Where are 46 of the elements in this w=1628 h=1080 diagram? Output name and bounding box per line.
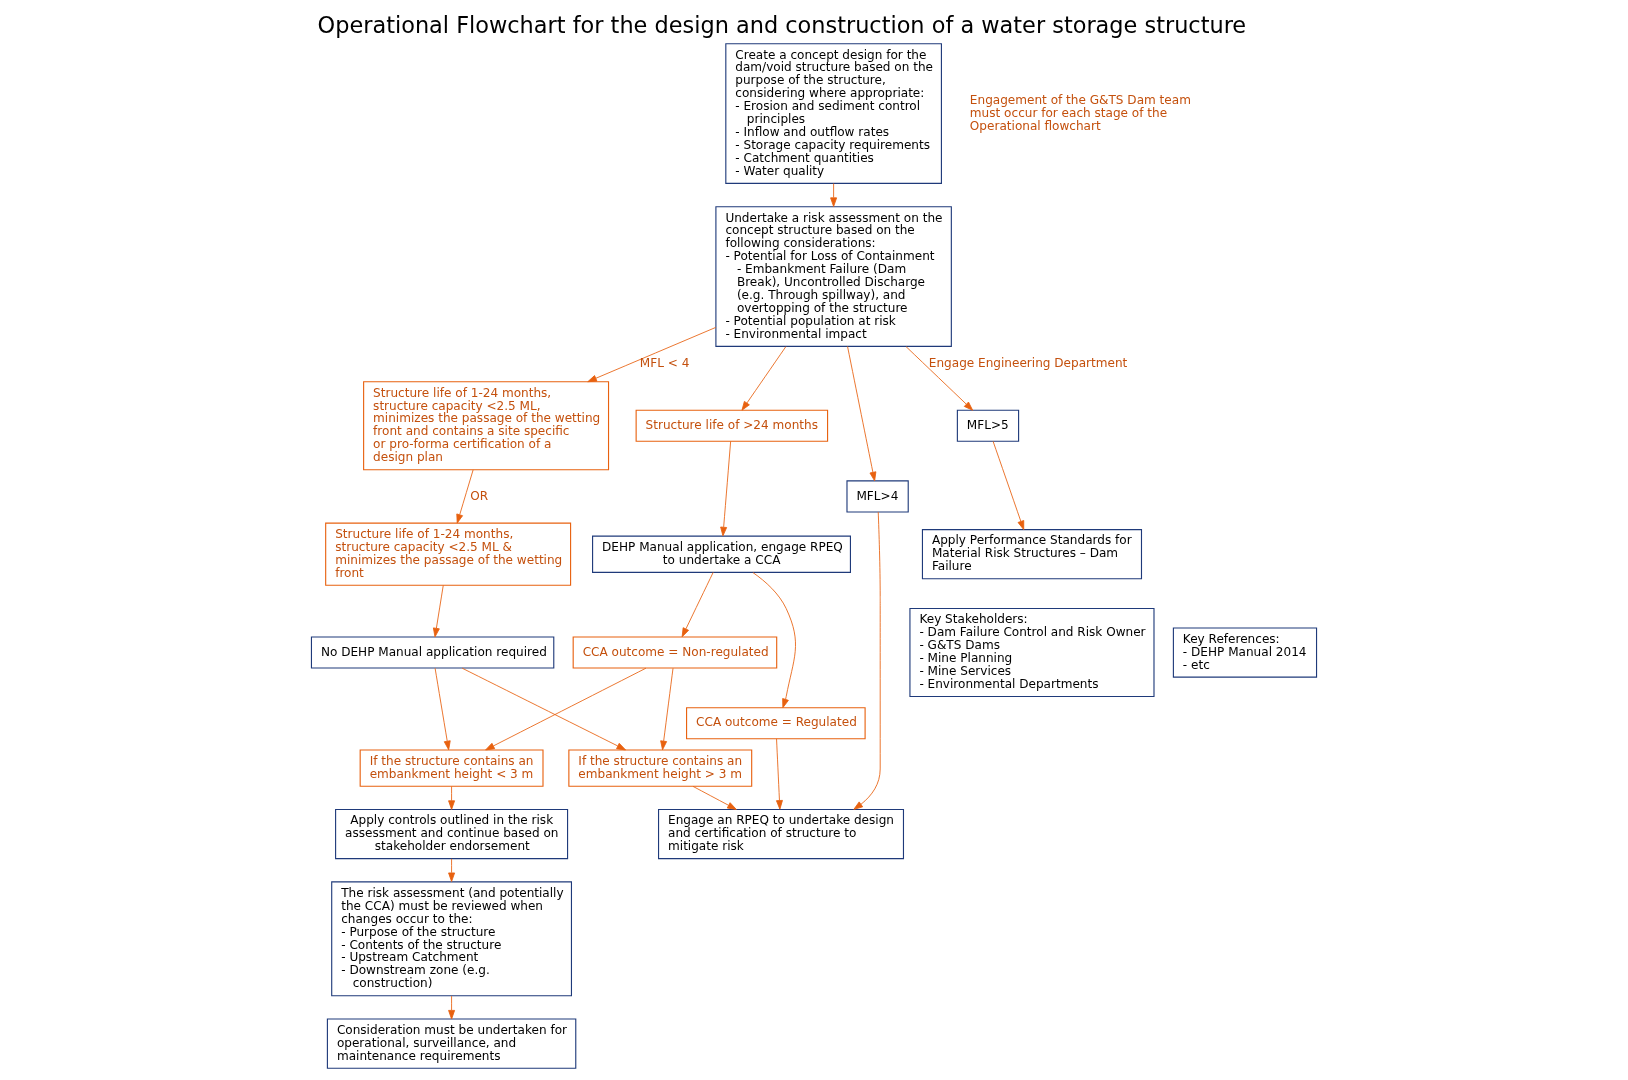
arrow: [434, 667, 451, 751]
arrow: [741, 346, 787, 411]
node-box: If the structure contains an embankment height < 3 m: [359, 749, 544, 787]
arrow: [448, 858, 456, 882]
node-box: Undertake a risk assessment on the concept structure based on the following considerations: - Potential for Loss of Containment - Embankment Failure (Dam Break), Uncontrolled Discharge (e.g. Through spillway), and overtopping of the structure - Potential population at risk - Environmental impact: [715, 206, 952, 347]
arrow: [752, 572, 796, 709]
node-box: Key References: - DEHP Manual 2014 - etc: [1172, 627, 1318, 678]
node-box: Structure life of 1-24 months, structure capacity <2.5 ML, minimizes the passage of the wetting front and contains a site specific or pro-forma certification of a design plan: [363, 381, 610, 471]
arrow: [853, 511, 881, 810]
node-box: CCA outcome = Non-regulated: [572, 636, 778, 669]
arrow: [448, 786, 456, 810]
edge-label: MFL < 4: [639, 356, 690, 371]
arrow: [432, 584, 444, 638]
node-box: Structure life of >24 months: [635, 409, 829, 442]
node-box: Structure life of 1-24 months, structure capacity <2.5 ML & minimizes the passage of the wetting front: [325, 522, 572, 586]
node-box: No DEHP Manual application required: [310, 636, 555, 669]
node-box: DEHP Manual application, engage RPEQ to undertake a CCA: [592, 535, 851, 573]
diagram-title: Operational Flowchart for the design and construction of a water storage structure: [317, 12, 1247, 39]
arrow: [587, 327, 717, 383]
arrow: [847, 346, 877, 482]
node-box: Apply controls outlined in the risk assessment and continue based on stakeholder endorsement: [335, 808, 569, 860]
node-box: Create a concept design for the dam/void structure based on the purpose of the structure, considering where appropriate: - Erosion and sediment control principles - Inflow and outflow rates - Storage capacity requirements - Catchment quantities - Water quality: [725, 43, 942, 184]
arrow: [830, 183, 838, 207]
node-box: Engage an RPEQ to undertake design and certification of structure to mitigate risk: [658, 808, 905, 860]
arrow: [720, 440, 732, 537]
node-box: Apply Performance Standards for Material Risk Structures – Dam Failure: [921, 529, 1143, 580]
node-box: Consideration must be undertaken for operational, surveillance, and maintenance requirements: [326, 1018, 577, 1069]
node-box: If the structure contains an embankment height > 3 m: [568, 749, 753, 787]
arrow: [992, 440, 1025, 531]
node-box: CCA outcome = Regulated: [686, 707, 866, 740]
arrow: [456, 469, 474, 524]
arrow: [776, 738, 783, 810]
edge-label: Engage Engineering Department: [928, 356, 1128, 371]
node-box: MFL>4: [846, 480, 909, 513]
node-box: Key Stakeholders: - Dam Failure Control and Risk Owner - G&TS Dams - Mine Planning - Mine Services - Environmental Departments: [909, 608, 1155, 698]
node-box: MFL>5: [956, 409, 1020, 442]
arrow: [485, 667, 647, 751]
arrow: [681, 571, 714, 638]
label: Engagement of the G&TS Dam team must occur for each stage of the Operational flowchart: [969, 92, 1191, 133]
node-box: The risk assessment (and potentially the CCA) must be reviewed when changes occur to the: - Purpose of the structure - Contents of the structure - Upstream Catchment - Downstream zone (e.g. construction): [331, 881, 572, 997]
arrow: [660, 667, 674, 751]
arrow: [905, 346, 974, 411]
edge-label: OR: [470, 488, 489, 503]
arrow: [692, 785, 737, 810]
arrow: [448, 995, 456, 1020]
arrow: [461, 667, 626, 751]
